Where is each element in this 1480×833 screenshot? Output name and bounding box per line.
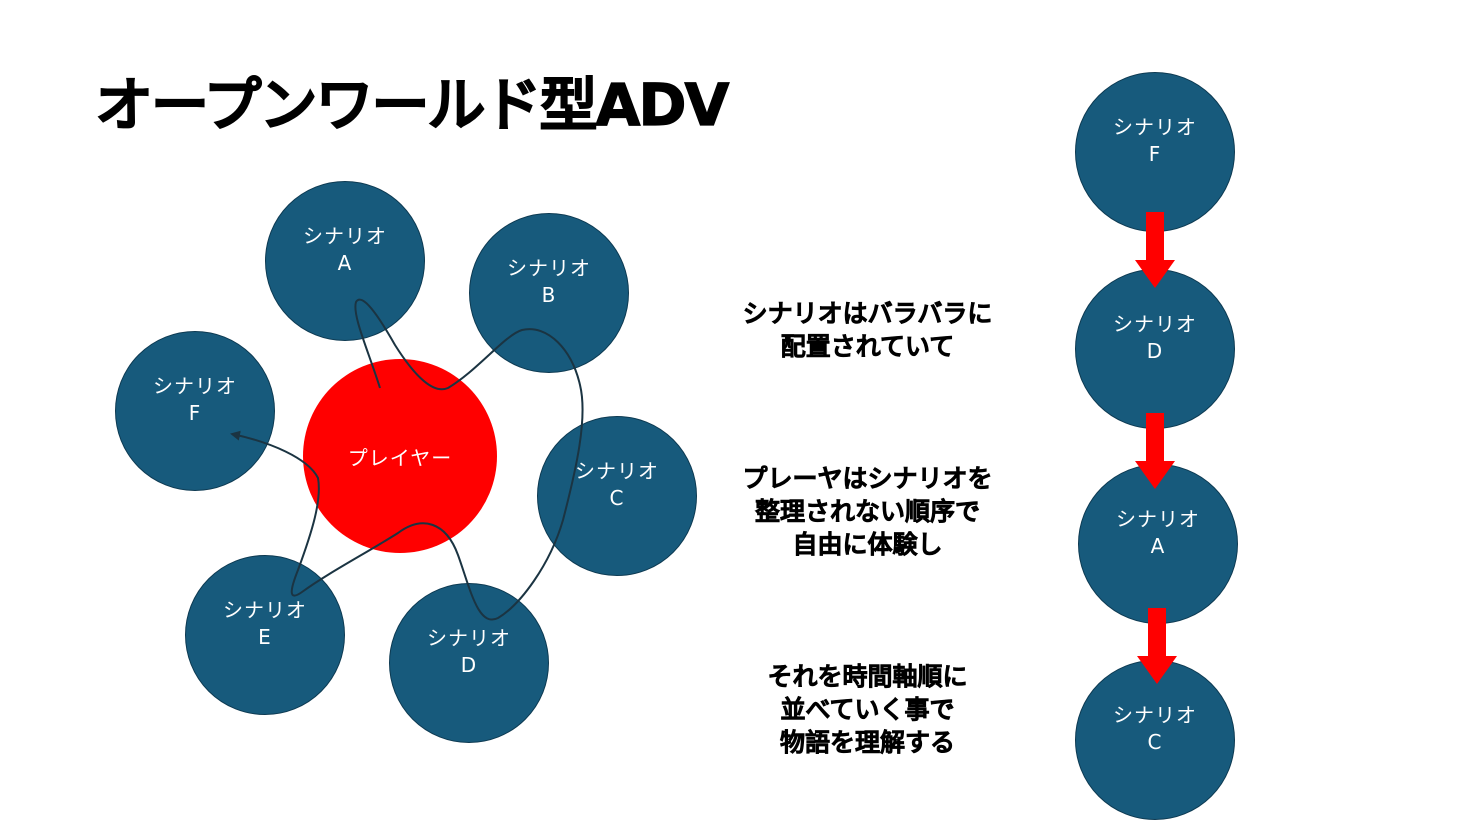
scenario-node-b: シナリオ B — [469, 213, 629, 373]
timeline-node-c: シナリオ C — [1075, 660, 1235, 820]
description-paragraph-2: プレーヤはシナリオを 整理されない順序で 自由に体験し — [742, 464, 993, 560]
timeline-arrow-3 — [1137, 608, 1177, 684]
page-title: オープンワールド型ADV — [94, 70, 730, 139]
scenario-node-f: シナリオ F — [115, 331, 275, 491]
scenario-node-e: シナリオ E — [185, 555, 345, 715]
player-node: プレイヤー — [303, 359, 497, 553]
timeline-node-d: シナリオ D — [1075, 269, 1235, 429]
scenario-node-a: シナリオ A — [265, 181, 425, 341]
scenario-node-d: シナリオ D — [389, 583, 549, 743]
timeline-node-f: シナリオ F — [1075, 72, 1235, 232]
description-paragraph-1: シナリオはバラバラに 配置されていて — [742, 299, 993, 362]
timeline-arrow-2 — [1135, 413, 1175, 489]
timeline-node-a: シナリオ A — [1078, 464, 1238, 624]
scenario-node-c: シナリオ C — [537, 416, 697, 576]
description-paragraph-3: それを時間軸順に 並べていく事で 物語を理解する — [767, 662, 968, 758]
description: シナリオはバラバラに 配置されていて プレーヤはシナリオを 整理されない順序で … — [700, 264, 1035, 792]
timeline-arrow-1 — [1135, 212, 1175, 288]
